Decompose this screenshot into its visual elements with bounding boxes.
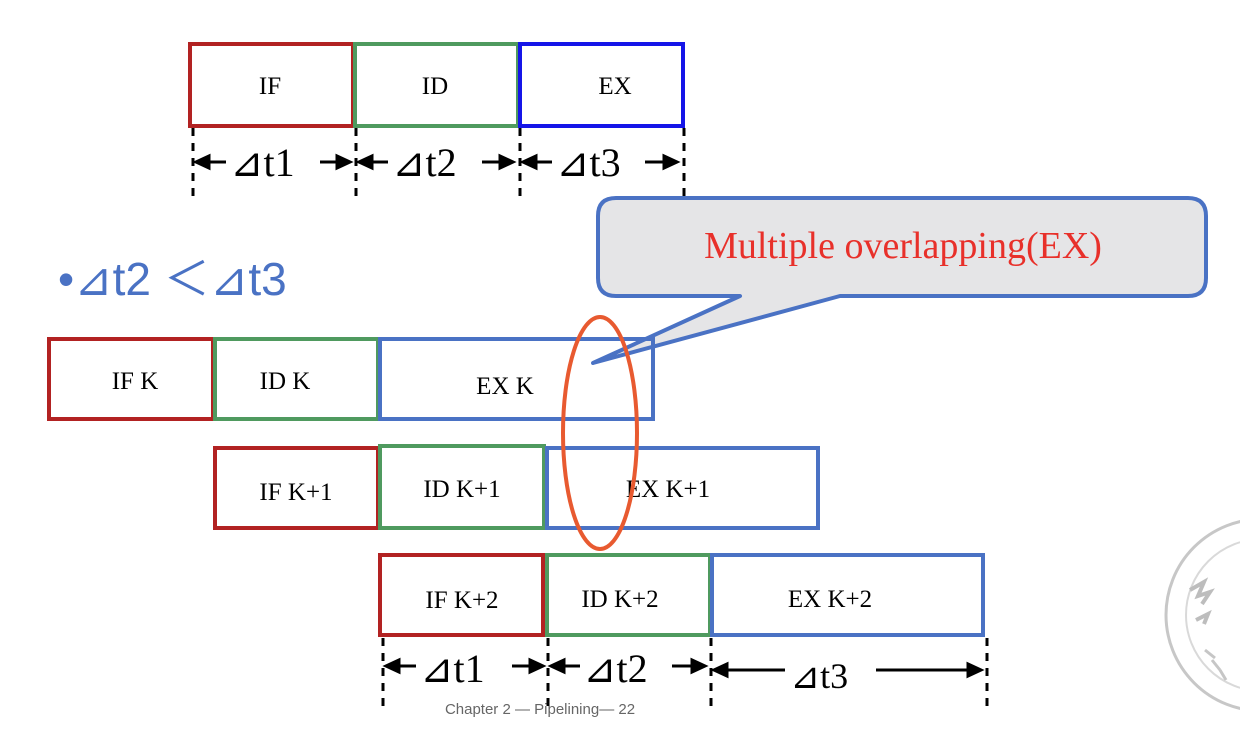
bottom-interval-t1: ⊿t1 bbox=[420, 646, 485, 691]
top-interval-t1: ⊿t1 bbox=[230, 140, 295, 185]
pipeline-row-k: IF K ID K EX K bbox=[47, 337, 655, 421]
stage-ex-k2 bbox=[710, 553, 985, 637]
university-seal bbox=[1164, 520, 1240, 710]
stage-ex-k2-label: EX K+2 bbox=[788, 586, 872, 613]
bottom-interval-t3: ⊿t3 bbox=[790, 656, 848, 696]
stage-id-k2-label: ID K+2 bbox=[581, 586, 658, 613]
top-interval-t2: ⊿t2 bbox=[392, 140, 457, 185]
stage-if-k2 bbox=[378, 553, 545, 637]
top-instruction: IF ID EX bbox=[188, 42, 685, 128]
overlap-ellipse bbox=[561, 315, 639, 551]
stage-if-k2-label: IF K+2 bbox=[425, 587, 498, 614]
stage-id-k1-label: ID K+1 bbox=[423, 476, 500, 503]
callout-text: Multiple overlapping(EX) bbox=[704, 225, 1102, 267]
top-stage-if-label: IF bbox=[259, 73, 281, 100]
stage-ex-k1-label: EX K+1 bbox=[626, 476, 710, 503]
stage-if-k-label: IF K bbox=[112, 368, 159, 395]
top-stage-ex bbox=[518, 42, 685, 128]
bottom-dividers bbox=[381, 638, 989, 712]
top-interval-t3: ⊿t3 bbox=[556, 140, 621, 185]
top-stage-id-label: ID bbox=[422, 73, 448, 100]
footer-text: Chapter 2 — Pipelining— 22 bbox=[445, 701, 635, 718]
bottom-interval-t2: ⊿t2 bbox=[583, 646, 648, 691]
stage-if-k1-label: IF K+1 bbox=[259, 479, 332, 506]
pipeline-row-k1: IF K+1 ID K+1 EX K+1 bbox=[213, 444, 820, 530]
pipeline-row-k2: IF K+2 ID K+2 EX K+2 bbox=[378, 553, 985, 637]
stage-ex-k bbox=[378, 337, 655, 421]
stage-ex-k1 bbox=[545, 446, 820, 530]
stage-ex-k-label: EX K bbox=[476, 373, 534, 400]
top-stage-ex-label: EX bbox=[598, 73, 631, 100]
top-interval-arrows bbox=[192, 153, 681, 171]
condition-text: •⊿t2 ＜⊿t3 bbox=[58, 253, 287, 305]
bottom-interval-arrows bbox=[382, 657, 985, 679]
stage-id-k-label: ID K bbox=[260, 368, 311, 395]
stage-id-k1 bbox=[378, 444, 546, 530]
callout: Multiple overlapping(EX) bbox=[591, 196, 1208, 365]
callout-bubble bbox=[591, 196, 1208, 365]
